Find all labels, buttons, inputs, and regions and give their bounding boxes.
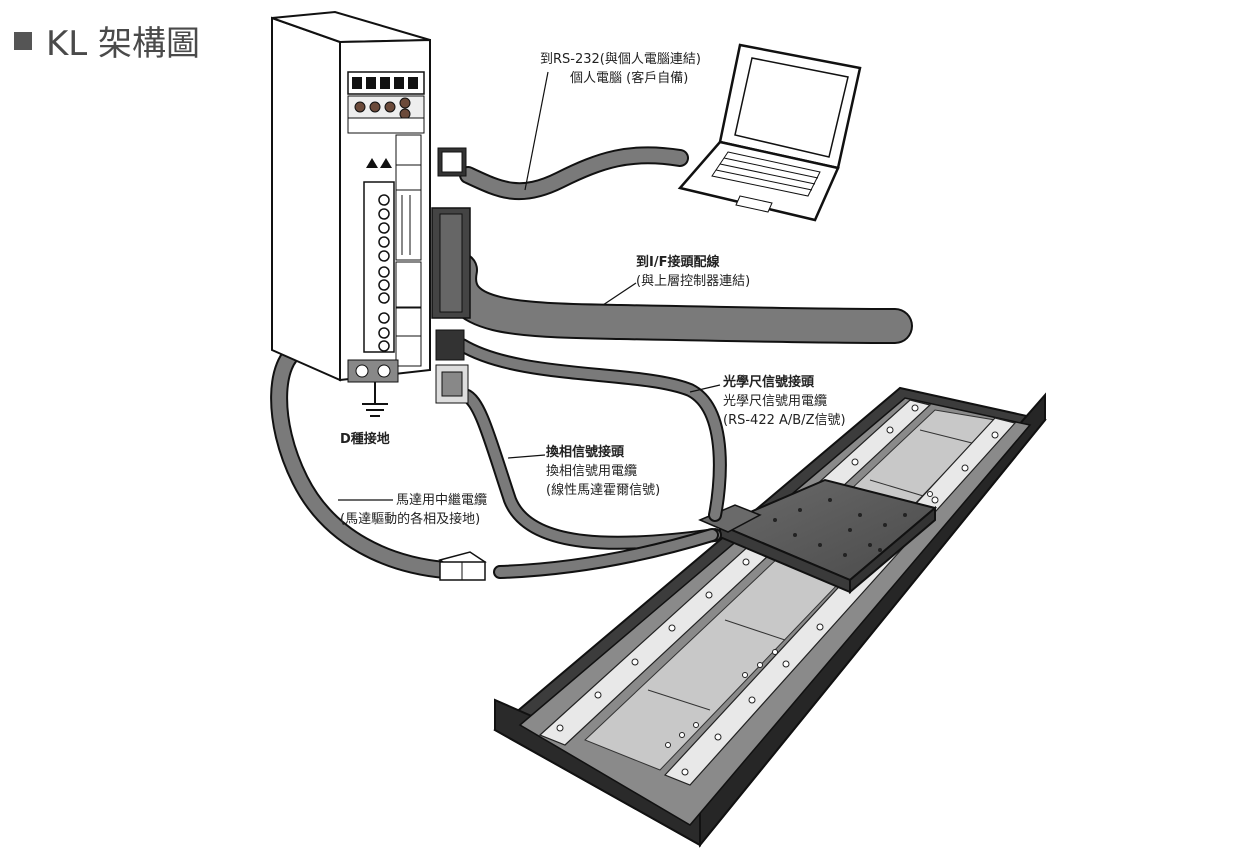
rs232-label-line1: 到RS-232(與個人電腦連結) bbox=[540, 52, 701, 67]
ground-label: D種接地 bbox=[340, 432, 390, 447]
motor-cable-connector bbox=[438, 551, 487, 581]
commutation-label-line3: (線性馬達霍爾信號) bbox=[546, 483, 661, 498]
if-label-line2: (與上層控制器連結) bbox=[636, 274, 751, 289]
if-label-line1: 到I/F接頭配線 bbox=[636, 255, 720, 270]
commutation-label: 換相信號接頭 換相信號用電纜 (線性馬達霍爾信號) bbox=[546, 443, 660, 500]
laptop-icon bbox=[677, 43, 862, 222]
rs232-label: 到RS-232(與個人電腦連結) 個人電腦 (客戶自備) bbox=[540, 50, 701, 88]
title-text: KL 架構圖 bbox=[46, 24, 201, 64]
page-title: KL 架構圖 bbox=[14, 16, 200, 65]
commutation-label-line2: 換相信號用電纜 bbox=[546, 464, 638, 479]
signal-connectors bbox=[435, 329, 469, 404]
if-connector bbox=[431, 207, 471, 319]
if-label: 到I/F接頭配線 (與上層控制器連結) bbox=[636, 253, 750, 291]
scale-label-line2: 光學尺信號用電纜 bbox=[723, 394, 828, 409]
rs232-connector bbox=[437, 147, 467, 177]
scale-label-line3: (RS-422 A/B/Z信號) bbox=[723, 413, 846, 428]
linear-stage bbox=[493, 386, 1047, 848]
bullet-square-icon bbox=[14, 31, 32, 50]
rs232-label-line2: 個人電腦 (客戶自備) bbox=[570, 71, 689, 86]
servo-drive bbox=[271, 10, 431, 383]
motor-cable-label: 馬達用中繼電纜 (馬達驅動的各相及接地) bbox=[340, 491, 487, 529]
leader-lines bbox=[338, 71, 721, 501]
motor-cable-label-line1: 馬達用中繼電纜 bbox=[396, 493, 488, 508]
motor-cable-label-line2: (馬達驅動的各相及接地) bbox=[340, 512, 481, 527]
scale-label: 光學尺信號接頭 光學尺信號用電纜 (RS-422 A/B/Z信號) bbox=[723, 373, 846, 430]
cables bbox=[270, 146, 913, 579]
ground-icon bbox=[362, 382, 388, 417]
scale-label-line1: 光學尺信號接頭 bbox=[723, 375, 815, 390]
commutation-label-line1: 換相信號接頭 bbox=[546, 445, 625, 460]
